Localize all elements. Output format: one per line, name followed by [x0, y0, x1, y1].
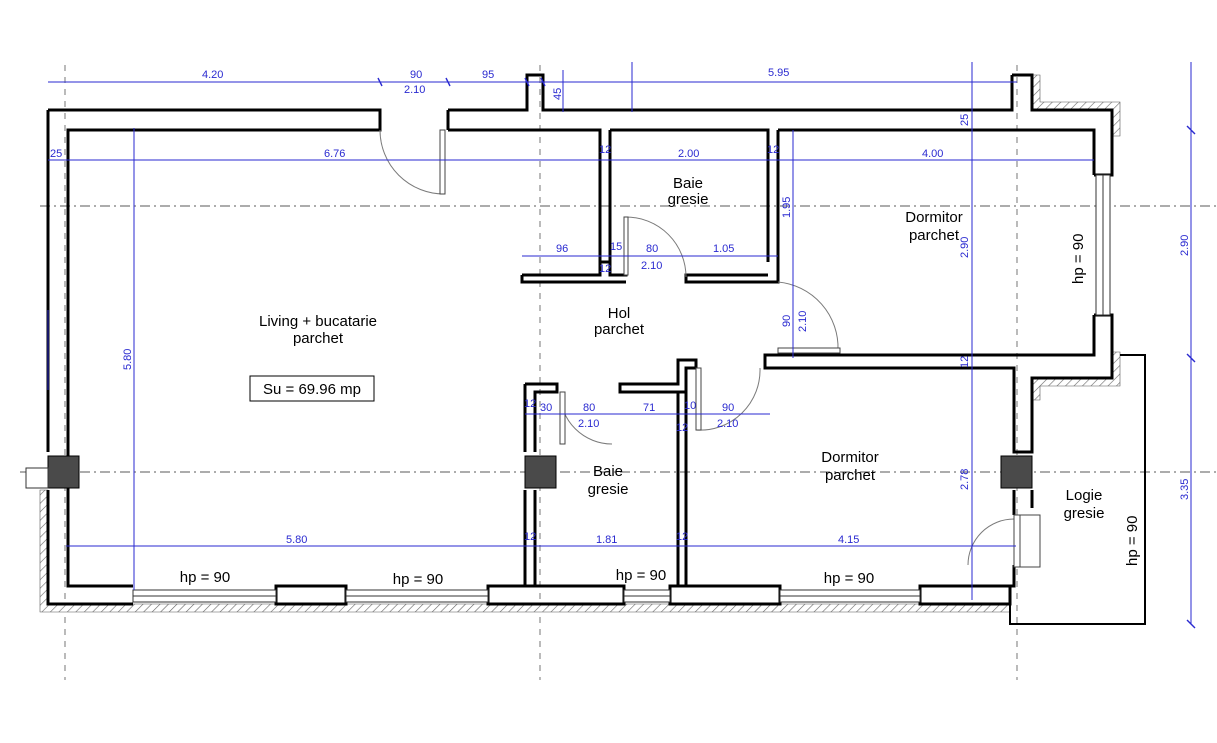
dim-row-12b: 12 [767, 144, 779, 156]
room-bath1-floor: gresie [668, 191, 709, 208]
dim-m-90: 90 [722, 402, 734, 414]
dim-v-12d: 12 [959, 356, 971, 368]
dimension-lines [47, 62, 1196, 629]
dim-top-95: 95 [482, 69, 494, 81]
room-living-name: Living + bucatarie [259, 313, 377, 330]
dim-v-580: 5.80 [122, 349, 134, 370]
dim-h-15: 15 [610, 241, 622, 253]
area-label: Su = 69.96 mp [263, 381, 361, 398]
dim-row-400: 4.00 [922, 148, 943, 160]
room-hall-floor: parchet [594, 321, 645, 338]
column-1 [47, 455, 80, 489]
dim-b-415: 4.15 [838, 534, 859, 546]
axis-lines [20, 65, 1217, 680]
dim-top-210: 2.10 [404, 84, 425, 96]
dim-row-200: 2.00 [678, 148, 699, 160]
dim-h-96: 96 [556, 243, 568, 255]
column-3 [1000, 455, 1033, 489]
room-hall-name: Hol [608, 305, 631, 322]
dim-h-80: 80 [646, 243, 658, 255]
dim-h-105: 1.05 [713, 243, 734, 255]
dim-top-25: 25 [959, 114, 971, 126]
room-bed2-floor: parchet [825, 467, 876, 484]
dim-left-25: 25 [50, 148, 62, 160]
room-labels: Living + bucatarie parchet Su = 69.96 mp… [249, 175, 1105, 522]
dim-v-335: 3.35 [1179, 479, 1191, 500]
dim-top-45: 45 [552, 88, 564, 100]
dim-b-181: 1.81 [596, 534, 617, 546]
room-loggia-floor: gresie [1064, 505, 1105, 522]
room-living-floor: parchet [293, 330, 344, 347]
dim-m-10: 10 [684, 400, 696, 412]
windows [132, 174, 1111, 603]
hp-label-1: hp = 90 [180, 569, 230, 586]
dim-b-580: 5.80 [286, 534, 307, 546]
dim-m-12f: 12 [676, 422, 688, 434]
dim-row-676: 6.76 [324, 148, 345, 160]
dim-top-90: 90 [410, 69, 422, 81]
room-bed1-name: Dormitor [905, 209, 963, 226]
doors [379, 129, 1041, 568]
dim-v-195: 1.95 [781, 197, 793, 218]
dim-m-71: 71 [643, 402, 655, 414]
column-2 [524, 455, 557, 489]
dim-v-90: 90 [781, 315, 793, 327]
dim-b-12h: 12 [676, 531, 688, 543]
dim-top-595: 5.95 [768, 67, 789, 79]
dim-m-210e: 2.10 [717, 418, 738, 430]
hp-label-4: hp = 90 [824, 570, 874, 587]
area-box [249, 375, 375, 402]
dim-row-12a: 12 [599, 144, 611, 156]
room-loggia-name: Logie [1066, 487, 1103, 504]
hp-label-2: hp = 90 [393, 571, 443, 588]
hp-label-5: hp = 90 [1070, 234, 1087, 284]
window-height-labels: hp = 90 hp = 90 hp = 90 hp = 90 hp = 90 … [180, 234, 1141, 588]
room-bed2-name: Dormitor [821, 449, 879, 466]
columns [25, 455, 1033, 489]
exterior-insulation [39, 74, 1121, 613]
dim-h-210b: 2.10 [641, 260, 662, 272]
dim-b-12g: 12 [524, 531, 536, 543]
dim-m-30: 30 [540, 402, 552, 414]
dim-v-278: 2.78 [959, 469, 971, 490]
dim-v-290-outer: 2.90 [1179, 235, 1191, 256]
room-bath1-name: Baie [673, 175, 703, 192]
dimension-labels: 4.20 90 2.10 95 45 5.95 25 25 6.76 12 2.… [50, 67, 1191, 546]
dim-h-12c: 12 [599, 263, 611, 275]
dim-m-12e: 12 [524, 398, 536, 410]
dim-m-80: 80 [583, 402, 595, 414]
dim-top-420: 4.20 [202, 69, 223, 81]
hp-label-3: hp = 90 [616, 567, 666, 584]
room-bath2-floor: gresie [588, 481, 629, 498]
room-bath2-name: Baie [593, 463, 623, 480]
dim-v-210c: 2.10 [797, 311, 809, 332]
hp-label-6: hp = 90 [1124, 516, 1141, 566]
dim-m-210d: 2.10 [578, 418, 599, 430]
room-bed1-floor: parchet [909, 227, 960, 244]
dim-v-290-inner: 2.90 [959, 237, 971, 258]
